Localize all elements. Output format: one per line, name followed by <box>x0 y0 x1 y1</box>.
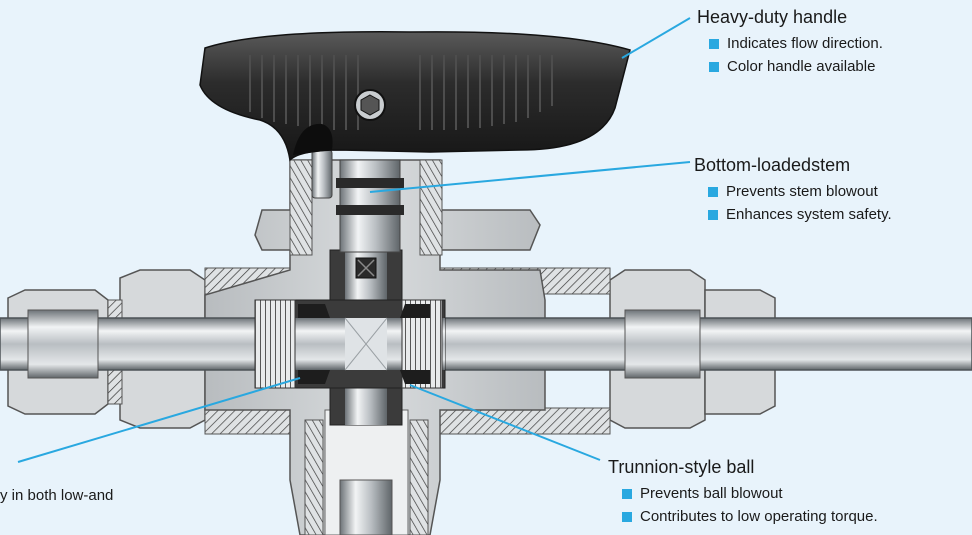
left-bullet-text: y in both low-and <box>0 487 114 504</box>
ball-bullet-item: Prevents ball blowout <box>622 482 878 505</box>
ball-assembly <box>254 249 446 426</box>
handle <box>199 31 631 162</box>
left-leader-line <box>17 377 301 463</box>
handle-title: Heavy-duty handle <box>697 7 848 27</box>
ball-callout: Trunnion-style ball Prevents ball blowou… <box>608 456 878 528</box>
handle-callout: Heavy-duty handle Indicates flow directi… <box>697 6 883 78</box>
ball-bullet-item: Contributes to low operating torque. <box>622 505 878 528</box>
ball-title: Trunnion-style ball <box>608 457 755 477</box>
stem <box>311 149 404 253</box>
bullet-square-icon <box>709 61 719 72</box>
stem-callout: Bottom-loadedstem Prevents stem blowout … <box>694 154 892 226</box>
leader-lines <box>17 17 691 463</box>
handle-bullet-item: Indicates flow direction. <box>709 32 883 55</box>
stem-bullet-item: Prevents stem blowout <box>708 180 892 203</box>
left-bullet-item: y in both low-and <box>0 484 113 507</box>
bullet-square-icon <box>708 186 718 197</box>
stem-title: Bottom-loadedstem <box>694 155 851 175</box>
ball-bullet-text: Contributes to low operating torque. <box>640 508 878 525</box>
handle-bullet-item: Color handle available <box>709 55 883 78</box>
left-callout: y in both low-and <box>0 480 113 507</box>
bullet-square-icon <box>709 38 719 49</box>
stem-bullet-item: Enhances system safety. <box>708 203 892 226</box>
ball-leader-line <box>409 384 601 461</box>
ball-bullet-text: Prevents ball blowout <box>640 485 783 502</box>
stem-bullet-text: Enhances system safety. <box>726 206 892 223</box>
handle-bullet-text: Color handle available <box>727 58 876 75</box>
stem-bullet-text: Prevents stem blowout <box>726 183 878 200</box>
handle-bullet-text: Indicates flow direction. <box>727 35 883 52</box>
bullet-square-icon <box>708 209 718 220</box>
stem-leader-line <box>369 161 691 193</box>
bullet-square-icon <box>622 511 632 522</box>
handle-leader-line <box>621 17 691 59</box>
bullet-square-icon <box>622 488 632 499</box>
tube <box>0 309 972 379</box>
